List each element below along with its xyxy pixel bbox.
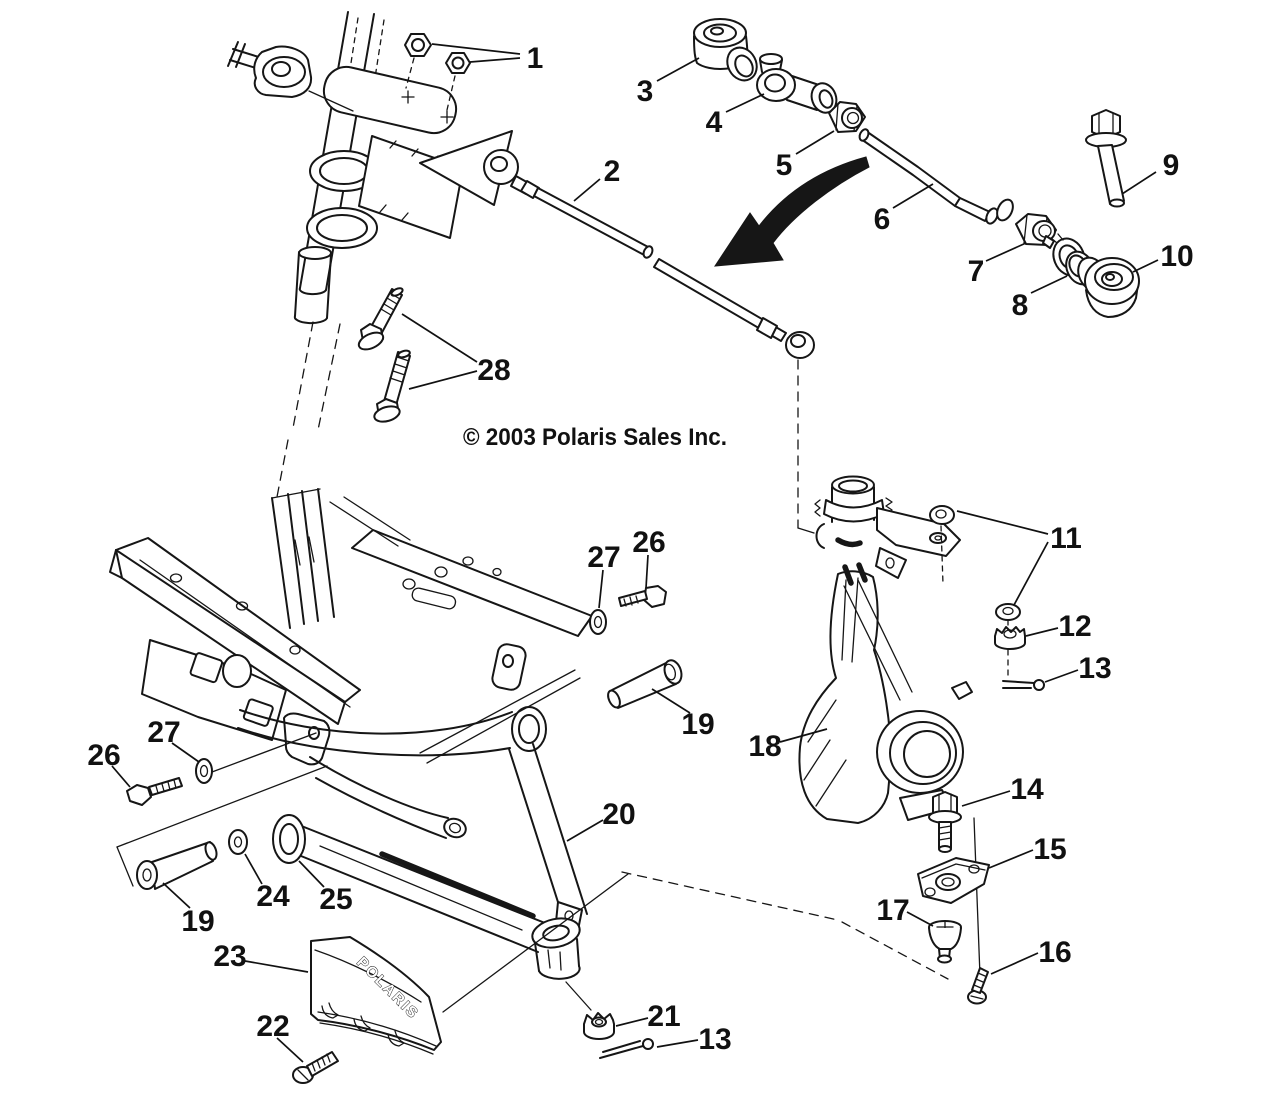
curved-arrow — [714, 156, 870, 267]
leader-20 — [566, 819, 604, 842]
callout-1: 1 — [527, 42, 544, 75]
leader-13b — [656, 1039, 699, 1048]
callout-27: 27 — [587, 541, 620, 574]
a-arm — [272, 743, 949, 1013]
callout-7: 7 — [968, 255, 985, 288]
leader-18 — [779, 728, 828, 743]
callout-22: 22 — [256, 1010, 289, 1043]
callout-25: 25 — [319, 883, 352, 916]
callout-14: 14 — [1010, 773, 1044, 806]
leader-14 — [961, 790, 1011, 807]
nuts-1 — [404, 33, 471, 74]
tie-rod-6 — [858, 128, 1014, 225]
callout-26b: 26 — [87, 739, 120, 772]
tie-rod-2 — [483, 149, 815, 359]
leader-9 — [1121, 171, 1157, 195]
leader-16 — [990, 952, 1039, 975]
leader-27 — [598, 569, 604, 609]
callout-20: 20 — [602, 798, 635, 831]
callout-21: 21 — [647, 1000, 680, 1033]
callout-6: 6 — [874, 203, 891, 236]
leader-26b — [111, 765, 131, 788]
steering-clamp — [306, 57, 464, 249]
leader-6 — [892, 183, 934, 209]
leader-24 — [244, 853, 263, 885]
callout-18: 18 — [748, 730, 781, 763]
callout-19: 19 — [681, 708, 714, 741]
leader-19 — [651, 688, 691, 714]
callout-28: 28 — [477, 354, 510, 387]
callout-27b: 27 — [147, 716, 180, 749]
leader-10 — [1132, 259, 1159, 273]
tie-rod-drop-line — [797, 359, 815, 534]
callout-12: 12 — [1058, 610, 1091, 643]
leader-26 — [645, 554, 649, 589]
leader-19b — [162, 882, 191, 909]
leader-11 — [1013, 541, 1049, 606]
callout-13b: 13 — [698, 1023, 731, 1056]
callout-10: 10 — [1160, 240, 1193, 273]
leader-3 — [656, 57, 700, 82]
callout-2: 2 — [604, 155, 621, 188]
leader-21 — [615, 1017, 649, 1027]
callout-9: 9 — [1163, 149, 1180, 182]
leader-8 — [1030, 275, 1068, 294]
leader-2 — [573, 178, 601, 202]
tie-rod-end-10 — [1065, 250, 1140, 318]
leader-23 — [244, 960, 309, 973]
lower-ball-joint-hardware — [292, 1012, 654, 1084]
strut-knuckle — [798, 475, 973, 824]
callout-26: 26 — [632, 526, 665, 559]
callout-24: 24 — [256, 880, 290, 913]
callout-layer: 1234567891011121314151617181919202122232… — [87, 42, 1194, 1063]
callout-15: 15 — [1033, 833, 1066, 866]
leader-28 — [401, 313, 478, 363]
flange-bolt-9 — [1085, 109, 1127, 208]
leader-12 — [1025, 627, 1059, 637]
callout-5: 5 — [776, 149, 793, 182]
leader-5 — [795, 130, 835, 155]
leader-4 — [725, 93, 765, 113]
callout-17: 17 — [876, 894, 909, 927]
leader-28 — [408, 370, 478, 390]
callout-8: 8 — [1012, 289, 1029, 322]
frame — [109, 488, 593, 887]
leader-13 — [1044, 669, 1079, 683]
copyright-text: © 2003 Polaris Sales Inc. — [463, 424, 727, 451]
callout-13: 13 — [1078, 652, 1111, 685]
leader-17 — [906, 911, 934, 927]
callout-3: 3 — [637, 75, 654, 108]
pivot-hardware-upper — [589, 585, 683, 709]
callout-23: 23 — [213, 940, 246, 973]
tie-rod-end-upper-left — [227, 41, 354, 112]
callout-19b: 19 — [181, 905, 214, 938]
nut-5 — [828, 101, 866, 133]
leader-15 — [988, 849, 1034, 869]
joint-4 — [756, 53, 838, 114]
bolts-28 — [357, 287, 411, 423]
knuckle-hardware — [917, 505, 1045, 1005]
leader-7 — [985, 242, 1027, 262]
tie-rod-end-3 — [693, 18, 758, 82]
callout-16: 16 — [1038, 936, 1071, 969]
leader-11 — [956, 510, 1049, 535]
leader-25 — [298, 860, 325, 888]
callout-4: 4 — [706, 106, 723, 139]
leader-1 — [469, 57, 521, 63]
leader-1 — [431, 43, 521, 55]
a-arm-guard: POLARIS — [310, 936, 442, 1055]
leader-27b — [171, 742, 200, 763]
leader-22 — [276, 1037, 304, 1063]
callout-11: 11 — [1050, 522, 1082, 555]
pivot-hardware-lower — [126, 758, 248, 890]
